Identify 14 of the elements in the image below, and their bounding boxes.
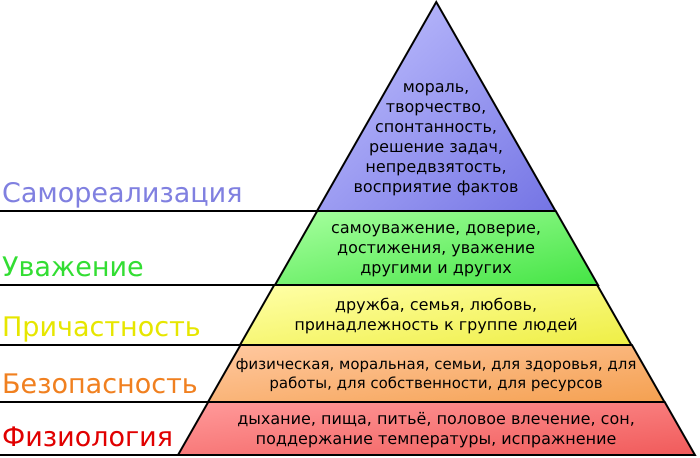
pyramid-level [178,402,694,455]
level-name: Физиология [2,423,173,453]
level-name: Уважение [2,253,144,283]
level-description: мораль, творчество, спонтанность, решение задач, непредвзятость, восприятие фактов [352,77,520,197]
level-description: физическая, моральная, семьи, для здоровья, для работы, для собственности, для ресурсов [234,354,638,392]
level-name: Самореализация [2,179,242,209]
level-description: самоуважение, доверие, достижения, уважение другими и других [330,218,542,278]
level-name: Причастность [2,313,201,343]
level-description: дыхание, пища, питьё, половое влечение, сон, поддержание температуры, испражнение [236,408,636,448]
pyramid-level [240,285,632,345]
pyramid-level [274,211,598,285]
level-description: дружба, семья, любовь, принадлежность к группе людей [293,295,579,335]
pyramid-level [208,345,664,402]
level-name: Безопасность [2,370,198,400]
